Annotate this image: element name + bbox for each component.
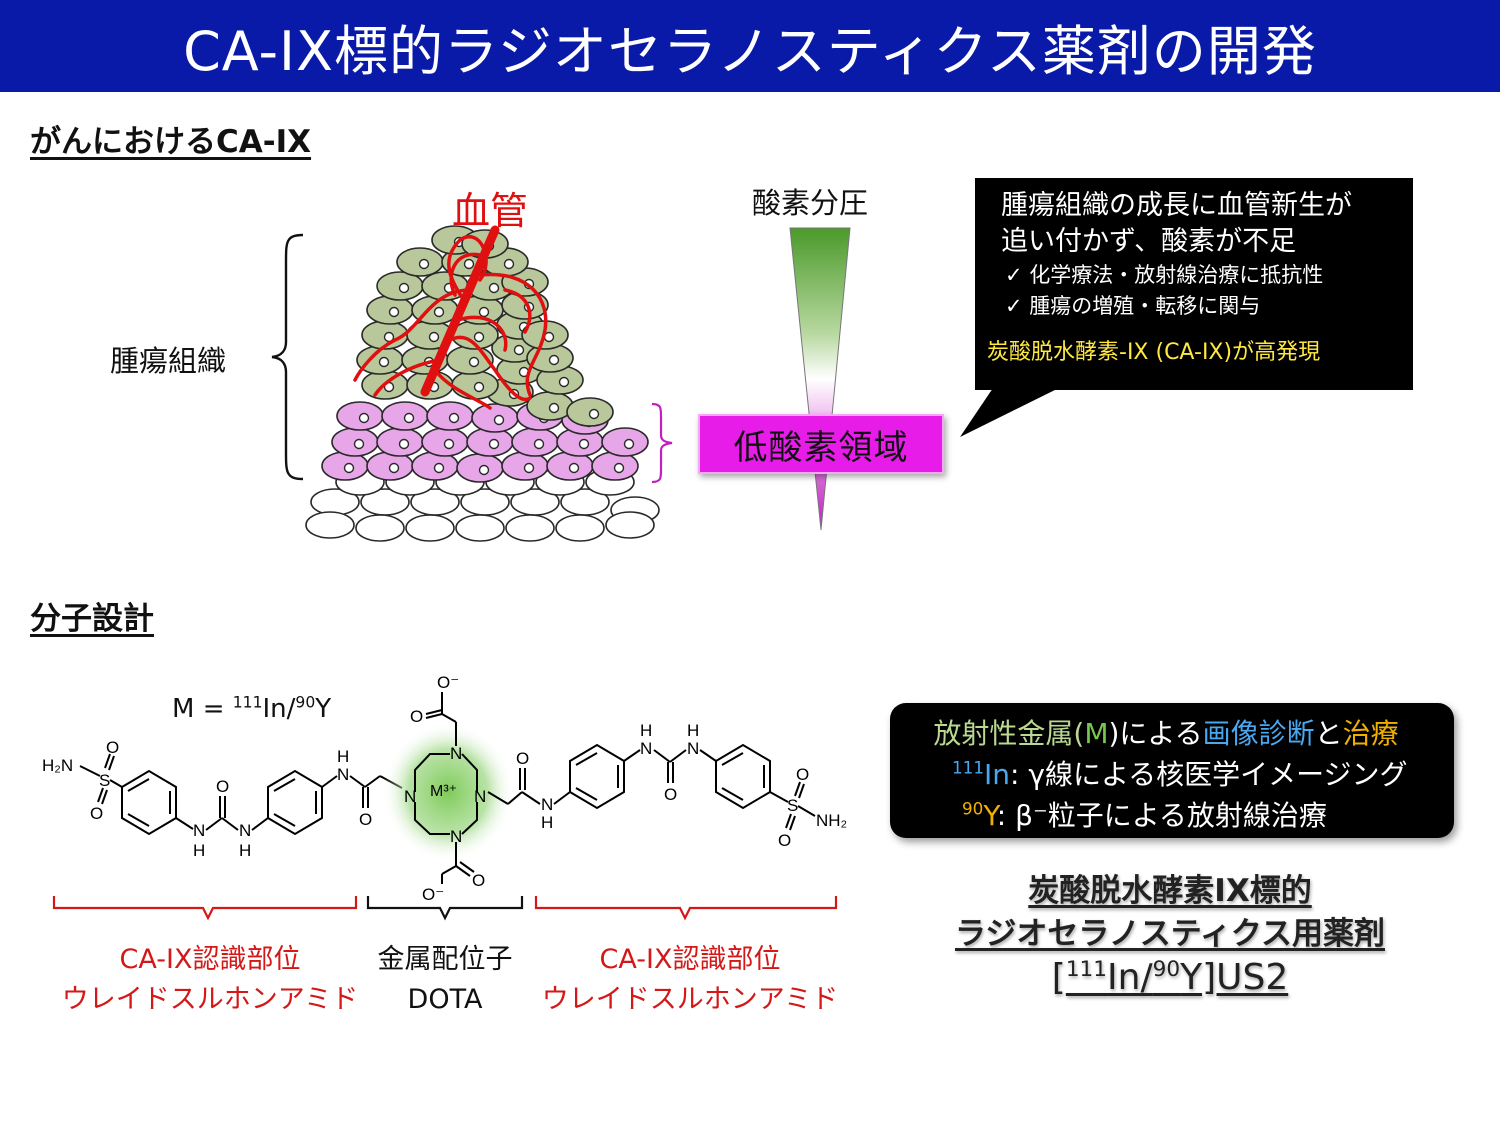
atom-label-n-dota-right: N	[474, 787, 486, 806]
atom-label-n-dota-bottom: N	[450, 827, 462, 846]
atom-label-n-urea1b: N	[239, 821, 251, 840]
atom-label-o-minus-top: O⁻	[437, 673, 459, 692]
atom-label-h-urea2a: H	[640, 721, 652, 740]
component-brackets	[52, 896, 838, 921]
radiometal-row-y: 90Y: β⁻粒子による放射線治療	[890, 795, 1454, 836]
atom-label-nh2-right: NH₂	[816, 811, 847, 830]
rm-t1: 放射性金属(	[933, 717, 1085, 750]
atom-label-n-amide-right: N	[541, 795, 553, 814]
atom-label-h-urea2b: H	[687, 721, 699, 740]
rm-t6: 治療	[1342, 717, 1399, 750]
atom-label-o-urea2: O	[664, 785, 677, 804]
rm-y-label: Y	[983, 799, 997, 832]
atom-label-n-urea2b: N	[687, 739, 699, 758]
rm-t4: 画像診断	[1202, 717, 1315, 750]
atom-label-h-amide-right: H	[541, 813, 553, 832]
in-symbol: In/	[262, 694, 296, 724]
atom-label-n-urea1a: N	[193, 821, 205, 840]
y-symbol: Y	[315, 694, 332, 724]
rm-in-sup: 111	[952, 757, 985, 778]
atom-label-o-minus-bottom: O⁻	[422, 885, 444, 904]
oxygen-pressure-label: 酸素分圧	[752, 186, 869, 220]
atom-label-o-bottom-carbonyl: O	[472, 871, 485, 890]
metal-center-label: M³⁺	[430, 783, 457, 800]
section-heading-molecular-design: 分子設計	[30, 601, 154, 637]
bracket-right	[534, 896, 838, 921]
right-recognition-line1: CA-IX認識部位	[599, 944, 781, 975]
atom-label-n-dota-left: N	[404, 787, 416, 806]
info-highlight: 炭酸脱水酵素-IX (CA-IX)が高発現	[987, 340, 1321, 365]
agent-y-sup: 90	[1152, 957, 1181, 982]
label-right-recognition: CA-IX認識部位 ウレイドスルホンアミド	[520, 940, 860, 1020]
agent-in: In/	[1107, 957, 1153, 998]
atom-label-h-urea1a: H	[193, 841, 205, 860]
agent-rest: Y]US2	[1180, 957, 1289, 998]
atom-label-n-urea2a: N	[640, 739, 652, 758]
blood-vessel-label: 血管	[452, 189, 529, 233]
atom-label-s-left: S	[99, 771, 110, 790]
atom-label-o-top-carbonyl: O	[410, 707, 423, 726]
oxygen-gradient-wedge	[789, 227, 851, 531]
radiometal-row-title: 放射性金属(M)による画像診断と治療	[890, 713, 1454, 754]
section-heading-ca-ix-in-cancer: がんにおけるCA-IX	[30, 124, 312, 160]
left-recognition-line1: CA-IX認識部位	[119, 944, 301, 975]
tumor-tissue-label: 腫瘍組織	[110, 344, 227, 378]
atom-label-n-dota-top: N	[450, 744, 462, 763]
right-recognition-line2: ウレイドスルホンアミド	[541, 984, 839, 1015]
us2-chemical-structure: H₂N S O O N H O N H H N O N N N N M³⁺ O⁻…	[42, 673, 847, 904]
callout-pointer	[960, 385, 1065, 437]
tumor-illustration	[305, 225, 660, 542]
atom-label-o-amide-right: O	[516, 749, 529, 768]
radiometal-row-in: 111In: γ線による核医学イメージング	[890, 754, 1454, 795]
rm-in-text: : γ線による核医学イメージング	[1010, 758, 1408, 791]
rm-in-label: In	[984, 758, 1011, 791]
atom-label-o-left-bottom: O	[90, 804, 103, 823]
agent-line-1: 炭酸脱水酵素IX標的	[1028, 873, 1312, 909]
bracket-middle	[366, 896, 524, 921]
atom-label-h2n-left: H₂N	[42, 756, 73, 775]
atom-label-o-right-top: O	[796, 765, 809, 784]
atom-label-n-amide-left: N	[337, 765, 349, 784]
atom-label-h-urea1b: H	[239, 841, 251, 860]
agent-line-3: [111In/90Y]US2	[930, 956, 1410, 999]
rm-t5: と	[1314, 717, 1343, 750]
agent-open-bracket: [	[1051, 957, 1066, 998]
atom-label-o-urea1: O	[216, 777, 229, 796]
rm-t2: M	[1084, 717, 1109, 750]
agent-in-sup: 111	[1065, 957, 1108, 982]
rm-y-text: : β⁻粒子による放射線治療	[996, 799, 1327, 832]
y-mass-number: 90	[295, 693, 316, 712]
hypoxic-region-box: 低酸素領域	[698, 414, 944, 474]
blood-vessels	[353, 225, 548, 410]
atom-label-h-amide-left: H	[337, 747, 349, 766]
info-bullet-2: ✓ 腫瘍の増殖・転移に関与	[1005, 294, 1261, 318]
middle-chelator-line1: 金属配位子	[377, 944, 513, 975]
middle-chelator-line2: DOTA	[407, 984, 483, 1015]
label-left-recognition: CA-IX認識部位 ウレイドスルホンアミド	[40, 940, 380, 1020]
atom-label-s-right: S	[787, 796, 798, 815]
rm-t3: )による	[1108, 717, 1203, 750]
agent-name-block: 炭酸脱水酵素IX標的 ラジオセラノスティクス用薬剤 [111In/90Y]US2	[930, 870, 1410, 999]
page-title: CA-IX標的ラジオセラノスティクス薬剤の開発	[183, 19, 1317, 83]
atom-label-o-amide-left: O	[359, 810, 372, 829]
metal-prefix: M =	[172, 694, 233, 724]
in-mass-number: 111	[232, 693, 263, 712]
hypoxia-info-box: 腫瘍組織の成長に血管新生が 追い付かず、酸素が不足 ✓ 化学療法・放射線治療に抵…	[975, 178, 1413, 390]
label-middle-chelator: 金属配位子 DOTA	[355, 940, 535, 1020]
metal-definition-label: M = 111In/90Y	[172, 694, 331, 724]
rm-y-sup: 90	[962, 798, 984, 819]
atom-label-o-left-top: O	[106, 738, 119, 757]
atom-label-o-right-bottom: O	[778, 831, 791, 850]
bracket-left	[52, 896, 358, 921]
hypoxic-region-label: 低酸素領域	[733, 427, 909, 468]
left-recognition-line2: ウレイドスルホンアミド	[61, 984, 359, 1015]
radiometal-info-box: 放射性金属(M)による画像診断と治療 111In: γ線による核医学イメージング…	[890, 703, 1454, 838]
hypoxia-brace	[651, 402, 673, 484]
title-bar: CA-IX標的ラジオセラノスティクス薬剤の開発	[0, 0, 1500, 92]
info-bullet-1: ✓ 化学療法・放射線治療に抵抗性	[1005, 263, 1324, 287]
info-line-1: 腫瘍組織の成長に血管新生が	[1001, 190, 1352, 221]
info-line-2: 追い付かず、酸素が不足	[1001, 226, 1297, 257]
tumor-tissue-brace	[271, 233, 304, 481]
agent-line-2: ラジオセラノスティクス用薬剤	[955, 916, 1385, 952]
